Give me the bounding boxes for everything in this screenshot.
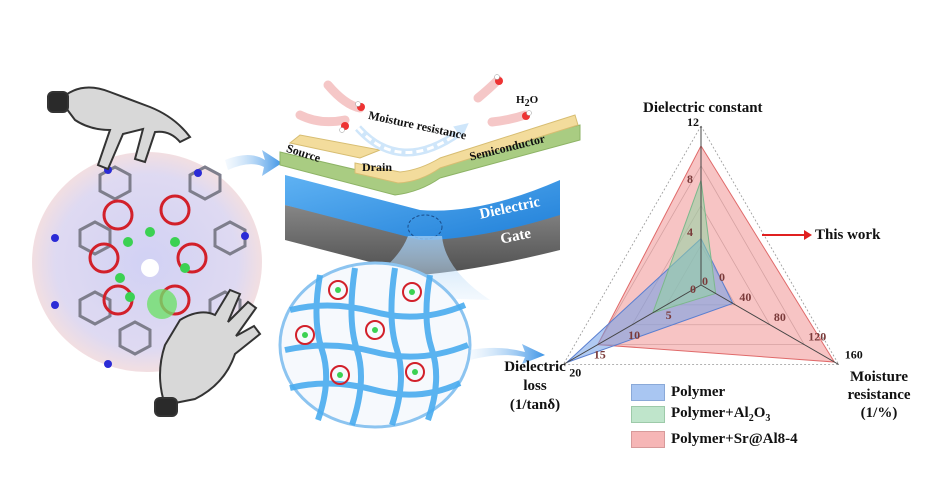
axis-title-line: loss bbox=[523, 378, 547, 394]
axis-title-line: Moisture bbox=[849, 369, 909, 385]
radar-tick-label: 160 bbox=[845, 348, 863, 362]
radar-series-polymer-al2o3 bbox=[651, 180, 717, 314]
legend-label-sub2: 3 bbox=[765, 412, 771, 424]
water-label-h: H bbox=[516, 94, 525, 106]
radar-tick-label: 12 bbox=[687, 115, 699, 129]
legend-item-polymer-al2o3: Polymer+Al2O3 bbox=[631, 403, 798, 425]
axis-title-line: (1/tanδ) bbox=[509, 397, 561, 413]
radar-tick-label: 4 bbox=[687, 225, 693, 239]
legend-swatch bbox=[631, 430, 665, 448]
radar-tick-label: 5 bbox=[666, 308, 672, 322]
polymer-network-icon bbox=[278, 261, 472, 429]
robot-hand-icon bbox=[47, 86, 192, 171]
this-work-arrow-head bbox=[804, 230, 812, 240]
legend-swatch bbox=[631, 383, 665, 401]
drain-layer bbox=[354, 114, 579, 184]
radar-tick-label: 20 bbox=[569, 366, 581, 380]
molecule-panel bbox=[32, 86, 282, 417]
moisture-arrow-head bbox=[450, 120, 472, 142]
this-work-arrow bbox=[762, 234, 808, 236]
radar-tick-label: 8 bbox=[687, 172, 693, 186]
radar-tick-label: 0 bbox=[702, 274, 708, 288]
radar-tick-label: 10 bbox=[628, 328, 640, 342]
radar-tick-label: 0 bbox=[719, 270, 725, 284]
radar-axis-line bbox=[700, 284, 839, 365]
legend-label: Polymer+Al2O3 bbox=[671, 405, 770, 424]
axis-title-line: resistance bbox=[847, 387, 911, 403]
legend-label-sub: 2 bbox=[748, 412, 754, 424]
legend-item-polymer: Polymer bbox=[631, 381, 798, 403]
water-label-sub: 2 bbox=[524, 98, 530, 110]
legend-item-polymer-sr-al8-4: Polymer+Sr@Al8-4 bbox=[631, 428, 798, 450]
radar-tick-label: 15 bbox=[594, 348, 606, 362]
radar-tick-label: 80 bbox=[774, 310, 786, 324]
axis-title-moisture-resistance: Moisture resistance (1/%) bbox=[834, 368, 924, 422]
water-molecule-icon bbox=[295, 110, 350, 133]
radar-tick-label: 40 bbox=[739, 290, 751, 304]
radar-tick-label: 120 bbox=[808, 330, 826, 344]
radar-grid-level bbox=[562, 125, 840, 365]
device-panel bbox=[278, 74, 581, 429]
legend-label-main: Polymer+Al bbox=[671, 404, 749, 421]
legend-label: Polymer+Sr@Al8-4 bbox=[671, 430, 798, 447]
radar-axis-line bbox=[563, 284, 702, 365]
legend-label: Polymer bbox=[671, 383, 726, 400]
arrow-to-chart bbox=[470, 344, 545, 364]
axis-title-line: Dielectric bbox=[504, 359, 566, 375]
water-label: H2O bbox=[516, 94, 538, 109]
water-molecule-icon bbox=[323, 80, 365, 113]
axis-title-line: (1/%) bbox=[860, 405, 898, 421]
axis-title-dielectric-constant: Dielectric constant bbox=[643, 100, 763, 116]
legend-swatch bbox=[631, 405, 665, 423]
arrow-to-device bbox=[225, 150, 282, 176]
water-molecule-icon bbox=[473, 74, 503, 103]
drain-label: Drain bbox=[362, 160, 392, 174]
radar-tick-label: 0 bbox=[690, 282, 696, 296]
water-molecule-icon bbox=[487, 110, 532, 127]
legend-label-end: O bbox=[753, 404, 766, 421]
this-work-label: This work bbox=[815, 227, 881, 243]
robot-hand-icon bbox=[154, 288, 262, 417]
axis-title-dielectric-loss: Dielectric loss (1/tanδ) bbox=[495, 358, 575, 415]
dielectric-layer bbox=[285, 175, 560, 240]
chart-legend: Polymer Polymer+Al2O3 Polymer+Sr@Al8-4 bbox=[631, 381, 798, 450]
water-label-o: O bbox=[529, 94, 539, 106]
